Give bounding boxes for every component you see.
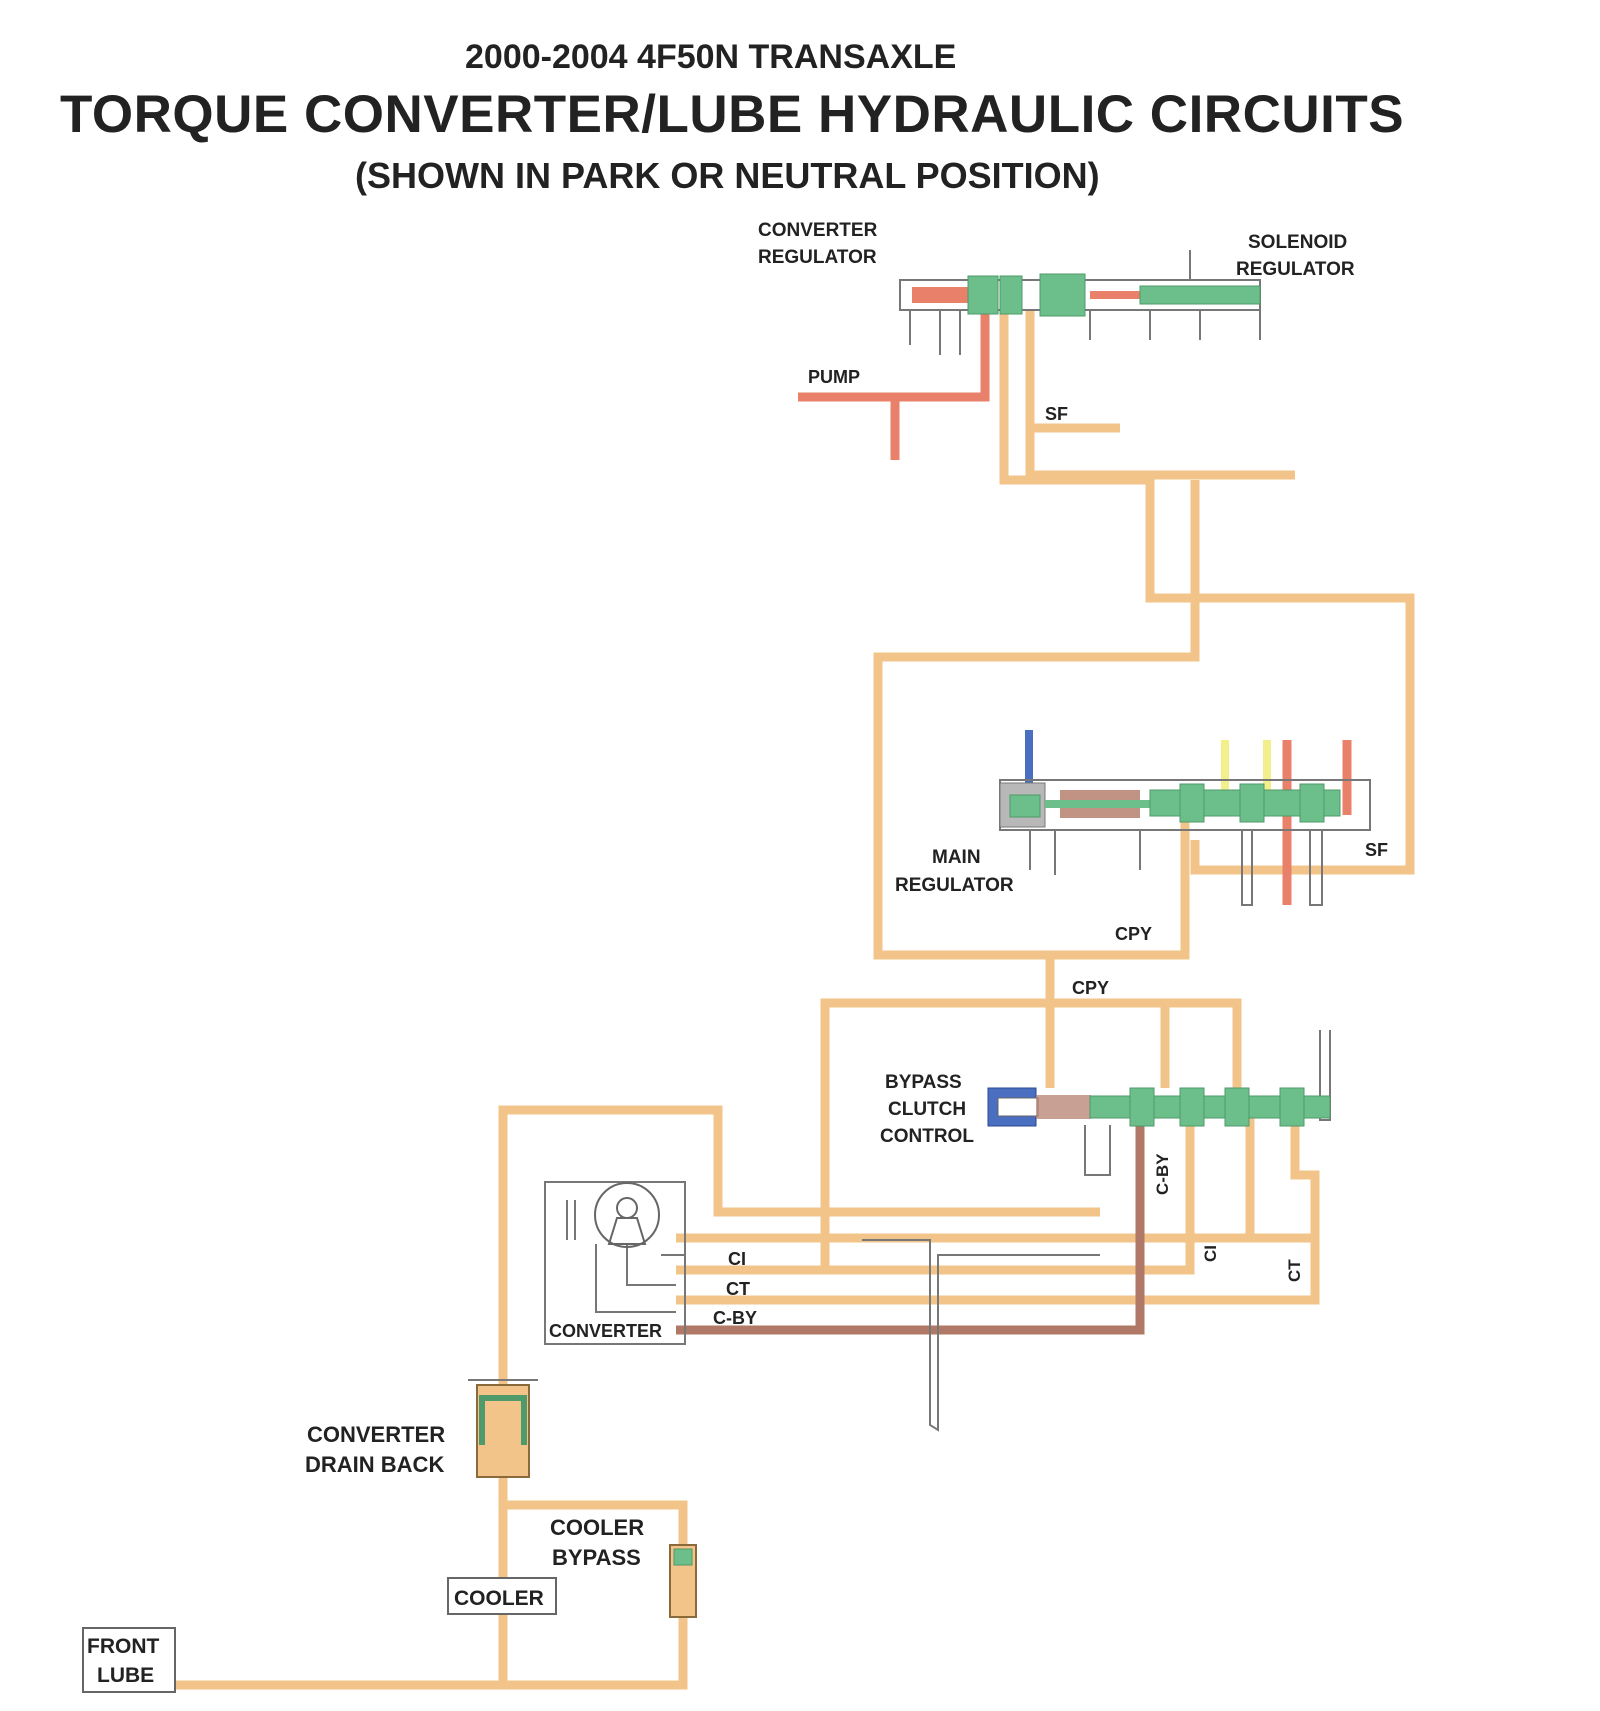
converter-drain-back-valve	[468, 1379, 538, 1478]
label-cpy-1: CPY	[1115, 924, 1152, 944]
main-regulator-valve	[999, 779, 1371, 875]
label-drain-back-2: DRAIN BACK	[305, 1452, 444, 1477]
converter-circle	[594, 1182, 660, 1248]
exhaust-bypass-2	[1084, 1125, 1111, 1176]
label-main-regulator-1: MAIN	[932, 847, 981, 868]
label-pump: PUMP	[808, 367, 860, 387]
exhaust-lines	[544, 830, 1331, 1432]
passage-lower-horizontal	[676, 1175, 1320, 1243]
sol-reg-spring	[1090, 291, 1140, 299]
exhaust-main-2	[1309, 830, 1323, 906]
passage-conv-reg-down	[999, 310, 1415, 875]
conv-reg-spool-3	[1039, 273, 1086, 317]
bypass-land-4	[1279, 1087, 1305, 1127]
label-main-regulator-2: REGULATOR	[895, 875, 1014, 896]
exhaust-bypass-end	[1319, 1030, 1331, 1121]
label-c-by-vertical: C-BY	[1153, 1153, 1172, 1195]
bypass-spring	[1036, 1095, 1091, 1119]
label-ct: CT	[726, 1279, 750, 1299]
bypass-clutch-control-valve	[987, 1087, 1331, 1127]
passage-main-loop	[873, 480, 1200, 960]
passage-front-lube	[175, 1615, 688, 1690]
bypass-land-1	[1129, 1087, 1155, 1127]
label-cooler-bypass-1: COOLER	[550, 1515, 644, 1540]
label-solenoid-regulator-2: REGULATOR	[1236, 259, 1355, 280]
pump-passages	[798, 310, 1352, 905]
label-bypass-1: BYPASS	[885, 1072, 962, 1093]
passage-ci	[676, 1105, 1195, 1275]
main-reg-stem	[1045, 800, 1155, 808]
torque-converter	[594, 1182, 660, 1248]
passage-bypass-top	[820, 998, 1242, 1267]
label-cooler: COOLER	[454, 1587, 544, 1610]
label-front-lube-1: FRONT	[87, 1635, 159, 1658]
cooler-box	[447, 1577, 557, 1615]
converter-hub	[616, 1197, 638, 1219]
drain-back-cap	[479, 1395, 527, 1445]
conv-reg-spring	[912, 287, 972, 303]
converter-cone	[607, 1217, 647, 1245]
subtitle: 2000-2004 4F50N TRANSAXLE	[465, 38, 957, 76]
sol-reg-spool	[1139, 285, 1261, 305]
converter-link-2	[595, 1244, 676, 1313]
exhaust-main-1	[1241, 830, 1253, 906]
front-lube-box	[82, 1627, 176, 1693]
label-ct-vertical: CT	[1285, 1259, 1304, 1282]
passage-c-by	[676, 1105, 1145, 1335]
bypass-solenoid-core	[997, 1097, 1039, 1117]
passage-cooler-bypass	[503, 1500, 688, 1545]
c-by-passages	[676, 1105, 1145, 1335]
label-sf-top: SF	[1045, 404, 1068, 424]
label-cpy-2: CPY	[1072, 978, 1109, 998]
label-front-lube-2: LUBE	[97, 1664, 154, 1687]
label-cooler-bypass-2: BYPASS	[552, 1545, 641, 1570]
label-drain-back-1: CONVERTER	[307, 1422, 445, 1447]
label-ci-vertical: CI	[1201, 1245, 1220, 1262]
main-reg-land-1	[1179, 783, 1205, 823]
exhaust-bypass	[862, 1239, 1100, 1432]
label-sf-main: SF	[1365, 840, 1388, 860]
label-converter: CONVERTER	[549, 1321, 662, 1341]
label-bypass-3: CONTROL	[880, 1126, 974, 1147]
cooler-bypass-valve	[669, 1544, 697, 1618]
converter-regulator-valve	[899, 250, 1261, 355]
cooler-bypass-ball	[673, 1548, 693, 1566]
bypass-land-2	[1179, 1087, 1205, 1127]
main-reg-boost	[1009, 794, 1041, 818]
conv-reg-spool-1	[967, 275, 999, 315]
conv-reg-spool-2	[999, 275, 1023, 315]
label-converter-regulator-2: REGULATOR	[758, 247, 877, 268]
position-note: (SHOWN IN PARK OR NEUTRAL POSITION)	[355, 155, 1100, 196]
main-reg-land-2	[1239, 783, 1265, 823]
passage-pump	[798, 310, 990, 402]
passage-sf-top	[1025, 310, 1295, 480]
label-bypass-2: CLUTCH	[888, 1099, 966, 1120]
label-ci: CI	[728, 1249, 746, 1269]
label-c-by: C-BY	[713, 1308, 757, 1328]
page-title: TORQUE CONVERTER/LUBE HYDRAULIC CIRCUITS	[60, 85, 1405, 144]
label-solenoid-regulator-1: SOLENOID	[1248, 232, 1347, 253]
converter-link-1	[626, 1244, 676, 1286]
bypass-land-3	[1224, 1087, 1250, 1127]
lube-passages	[175, 310, 1415, 1690]
passage-drainback-loop	[498, 1105, 1100, 1385]
main-reg-land-3	[1299, 783, 1325, 823]
label-converter-regulator-1: CONVERTER	[758, 220, 878, 241]
converter-outline	[544, 1181, 686, 1345]
